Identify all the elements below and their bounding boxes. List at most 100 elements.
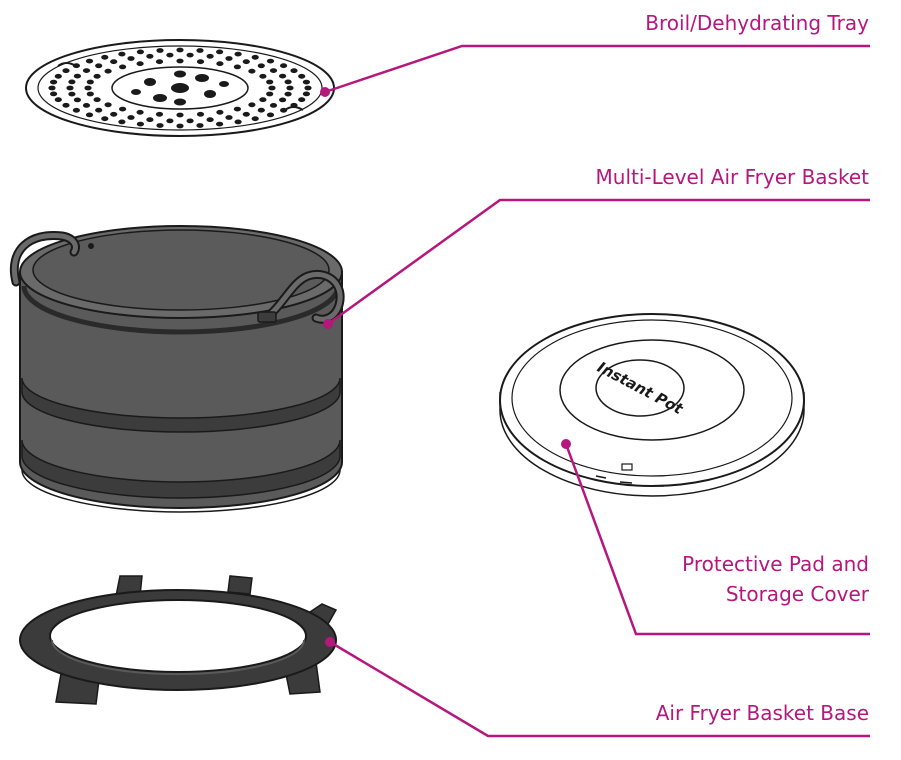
- broil-dehydrating-tray: [25, 39, 335, 137]
- tray-hole: [174, 98, 186, 106]
- tray-hole: [54, 73, 62, 79]
- tray-hole: [73, 73, 81, 79]
- leader-base: [329, 640, 870, 738]
- tray-hole: [72, 107, 80, 113]
- tray-hole: [257, 63, 265, 69]
- tray-hole: [279, 97, 287, 103]
- tray-hole: [219, 81, 229, 87]
- tray-hole: [206, 53, 214, 59]
- tray-hole: [266, 79, 274, 85]
- tray-hole: [284, 79, 292, 85]
- tray-hole: [62, 68, 70, 74]
- tray-hole: [286, 85, 294, 91]
- tray-hole: [127, 56, 135, 61]
- tray-hole: [118, 119, 126, 125]
- tray-hole: [304, 85, 312, 91]
- tray-hole: [131, 89, 141, 95]
- tray-hole: [266, 58, 275, 64]
- label-broil-dehydrating-tray: Broil/Dehydrating Tray: [645, 11, 869, 35]
- tray-hole: [50, 79, 58, 85]
- tray-hole: [155, 59, 164, 65]
- tray-hole: [248, 68, 256, 74]
- leader-tray: [324, 44, 870, 94]
- tray-hole: [251, 54, 259, 60]
- tray-hole: [95, 63, 103, 69]
- leader-lines: [324, 44, 870, 738]
- tray-hole: [171, 83, 189, 93]
- tray-hole: [48, 85, 56, 91]
- tray-hole: [146, 117, 154, 123]
- tray-hole: [204, 90, 216, 98]
- tray-hole: [95, 107, 103, 113]
- tray-hole: [93, 97, 101, 103]
- tray-hole: [302, 79, 310, 85]
- tray-hole: [136, 61, 144, 67]
- tray-hole: [268, 85, 276, 91]
- tray-hole: [104, 68, 112, 74]
- tray-hole: [62, 102, 70, 108]
- label-air-fryer-basket-base: Air Fryer Basket Base: [655, 701, 869, 725]
- tray-hole: [269, 103, 278, 108]
- tray-hole: [216, 61, 224, 67]
- tray-hole: [196, 111, 205, 117]
- leader-basket: [327, 198, 870, 326]
- tray-hole: [136, 49, 144, 55]
- tray-hole: [155, 111, 164, 117]
- tray-hole: [144, 78, 156, 86]
- protective-pad-storage-cover: Instant Pot: [499, 313, 805, 497]
- tray-hole: [242, 111, 250, 117]
- tray-hole: [156, 48, 164, 53]
- leader-pad: [564, 443, 870, 636]
- label-protective-pad-line2: Storage Cover: [725, 582, 869, 606]
- tray-hole: [266, 112, 275, 118]
- tray-hole: [176, 58, 184, 64]
- tray-hole: [166, 118, 174, 124]
- tray-hole: [84, 85, 92, 91]
- tray-hole: [66, 85, 74, 91]
- multi-level-air-fryer-basket: [9, 225, 345, 513]
- tray-hole: [216, 121, 224, 127]
- tray-hole: [233, 106, 241, 112]
- label-multi-level-air-fryer-basket: Multi-Level Air Fryer Basket: [595, 165, 869, 189]
- tray-hole: [110, 59, 118, 65]
- tray-hole: [279, 73, 287, 79]
- tray-hole: [266, 91, 274, 97]
- tray-hole: [248, 102, 256, 108]
- tray-hole: [101, 116, 109, 122]
- tray-hole: [156, 123, 164, 128]
- tray-hole: [118, 51, 126, 57]
- tray-hole: [104, 102, 112, 108]
- label-protective-pad-line1: Protective Pad and: [682, 552, 869, 576]
- tray-hole: [216, 109, 224, 115]
- tray-hole: [225, 56, 233, 61]
- tray-perforations: [48, 47, 312, 129]
- air-fryer-basket-base: [19, 575, 338, 705]
- tray-hole: [176, 112, 184, 118]
- tray-hole: [153, 94, 167, 102]
- tray-hole: [176, 123, 184, 129]
- tray-hole: [196, 123, 204, 128]
- tray-hole: [119, 64, 127, 70]
- tray-hole: [166, 52, 174, 58]
- tray-hole: [54, 97, 62, 103]
- tray-hole: [85, 112, 94, 118]
- tray-hole: [136, 121, 144, 127]
- tray-hole: [302, 91, 310, 97]
- tray-hole: [259, 97, 267, 103]
- tray-hole: [186, 52, 194, 58]
- tray-hole: [176, 47, 184, 53]
- tray-hole: [68, 79, 76, 85]
- tray-hole: [225, 115, 233, 120]
- tray-hole: [234, 51, 242, 57]
- tray-hole: [234, 119, 242, 125]
- tray-hole: [174, 70, 186, 78]
- tray-hole: [257, 107, 265, 113]
- tray-hole: [242, 59, 250, 65]
- tray-hole: [259, 73, 267, 79]
- tray-hole: [298, 73, 306, 79]
- tray-hole: [280, 63, 288, 69]
- tray-hole: [93, 73, 101, 79]
- tray-hole: [216, 49, 224, 55]
- leader-dots: [320, 87, 571, 647]
